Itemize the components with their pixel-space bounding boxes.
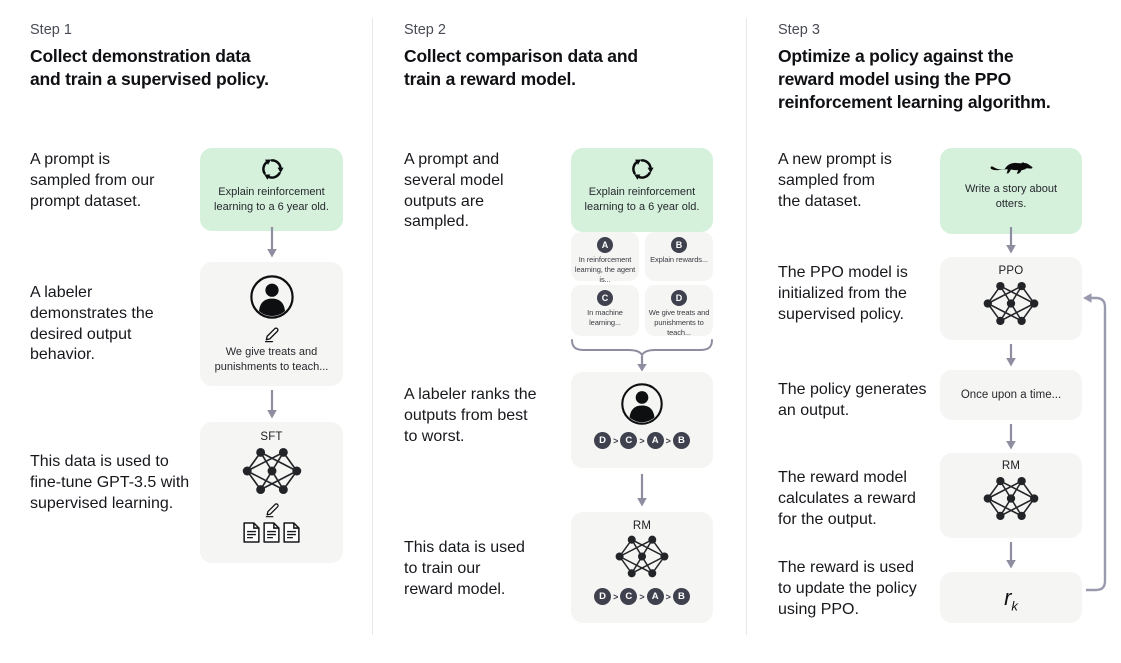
prompt-card-text: Write a story about otters. [964, 183, 1058, 210]
annotation-outputs-sampled: A prompt and several model outputs are s… [404, 151, 504, 231]
documents-icon [243, 522, 300, 543]
arrow-down-icon [1006, 227, 1016, 254]
arrow-down-icon [1006, 424, 1016, 450]
rank-separator: > [665, 435, 671, 446]
rm-model-label: RM [632, 520, 652, 532]
annotation-ppo-initialized: The PPO model is initialized from the su… [778, 264, 908, 323]
output-badge: D [671, 290, 687, 306]
rank-badge: C [620, 432, 638, 449]
annotation-labeler-demonstrates: A labeler demonstrates the desired outpu… [30, 284, 154, 364]
annotation-prompt-sampled: A prompt is sampled from our prompt data… [30, 151, 155, 210]
annotation-new-prompt: A new prompt is sampled from the dataset… [778, 151, 892, 210]
step-1-label: Step 1 [30, 22, 72, 38]
rank-badge: A [646, 432, 664, 449]
arrow-down-icon [637, 356, 647, 372]
pencil-icon [263, 500, 281, 518]
rank-badge: C [620, 588, 638, 605]
neural-network-icon [241, 445, 303, 497]
rank-separator: > [665, 591, 671, 602]
brace-icon [571, 339, 713, 356]
rank-badge: B [672, 588, 690, 605]
output-badge: C [597, 290, 613, 306]
policy-output-text: Once upon a time... [960, 389, 1062, 401]
output-text: We give treats and punishments to teach.… [648, 308, 710, 337]
neural-network-icon [982, 474, 1040, 523]
arrow-down-icon [1006, 344, 1016, 367]
otter-icon [989, 158, 1033, 177]
step-3-title: Optimize a policy against the reward mod… [778, 46, 1051, 113]
ranking-row: D > C > A > B [594, 432, 690, 449]
pencil-icon [262, 324, 281, 343]
prompt-card: Explain reinforcement learning to a 6 ye… [200, 148, 343, 231]
step-1-title: Collect demonstration data and train a s… [30, 46, 269, 90]
output-card-b: B Explain rewards... [645, 232, 713, 281]
arrow-down-icon [267, 390, 277, 419]
output-card-c: C In machine learning... [571, 285, 639, 336]
step-2-title: Collect comparison data and train a rewa… [404, 46, 638, 90]
rank-separator: > [639, 435, 645, 446]
annotation-finetune-gpt: This data is used to fine-tune GPT-3.5 w… [30, 453, 190, 512]
person-icon [249, 274, 295, 320]
column-divider [746, 18, 747, 635]
rank-badge: D [594, 432, 612, 449]
step-3-label: Step 3 [778, 22, 820, 38]
prompt-card: Explain reinforcement learning to a 6 ye… [571, 148, 713, 232]
ppo-model-label: PPO [998, 265, 1024, 277]
column-divider [372, 18, 373, 635]
labeler-card-text: We give treats and punishments to teach.… [214, 346, 329, 373]
ranking-row: D > C > A > B [594, 588, 690, 605]
output-text: In machine learning... [587, 308, 623, 327]
output-card-d: D We give treats and punishments to teac… [645, 285, 713, 337]
sft-model-label: SFT [260, 431, 283, 443]
annotation-reward-calculated: The reward model calculates a reward for… [778, 469, 916, 528]
labeler-card: We give treats and punishments to teach.… [200, 262, 343, 386]
output-card-a: A In reinforcement learning, the agent i… [571, 232, 639, 284]
reward-symbol: rk [1004, 584, 1018, 613]
annotation-labeler-ranks: A labeler ranks the outputs from best to… [404, 386, 537, 445]
output-text: In reinforcement learning, the agent is.… [574, 255, 636, 284]
prompt-card-text: Explain reinforcement learning to a 6 ye… [584, 186, 700, 213]
annotation-policy-generates: The policy generates an output. [778, 381, 927, 419]
neural-network-icon [614, 533, 670, 580]
prompt-card-text: Explain reinforcement learning to a 6 ye… [214, 186, 329, 213]
output-badge: A [597, 237, 613, 253]
reward-card: rk [940, 572, 1082, 623]
neural-network-icon [982, 279, 1040, 328]
annotation-train-reward-model: This data is used to train our reward mo… [404, 539, 525, 598]
sft-model-card: SFT [200, 422, 343, 563]
prompt-card: Write a story about otters. [940, 148, 1082, 234]
rm-model-label: RM [1001, 460, 1021, 472]
policy-output-card: Once upon a time... [940, 370, 1082, 420]
rm-model-card: RM [940, 453, 1082, 538]
annotation-reward-updates-policy: The reward is used to update the policy … [778, 559, 917, 618]
rank-separator: > [613, 591, 619, 602]
rank-separator: > [639, 591, 645, 602]
step-2-label: Step 2 [404, 22, 446, 38]
cycle-icon [629, 156, 655, 182]
output-badge: B [671, 237, 687, 253]
arrow-down-icon [267, 227, 277, 258]
arrow-down-icon [637, 474, 647, 507]
rm-model-card: RM D > C > A > B [571, 512, 713, 623]
rank-badge: B [672, 432, 690, 449]
person-icon [620, 382, 664, 426]
cycle-icon [259, 156, 285, 182]
loop-arrow-icon [1083, 293, 1107, 592]
output-text: Explain rewards... [650, 255, 708, 264]
rank-separator: > [613, 435, 619, 446]
ppo-model-card: PPO [940, 257, 1082, 340]
labeler-ranking-card: D > C > A > B [571, 372, 713, 468]
rank-badge: D [594, 588, 612, 605]
rank-badge: A [646, 588, 664, 605]
arrow-down-icon [1006, 542, 1016, 569]
